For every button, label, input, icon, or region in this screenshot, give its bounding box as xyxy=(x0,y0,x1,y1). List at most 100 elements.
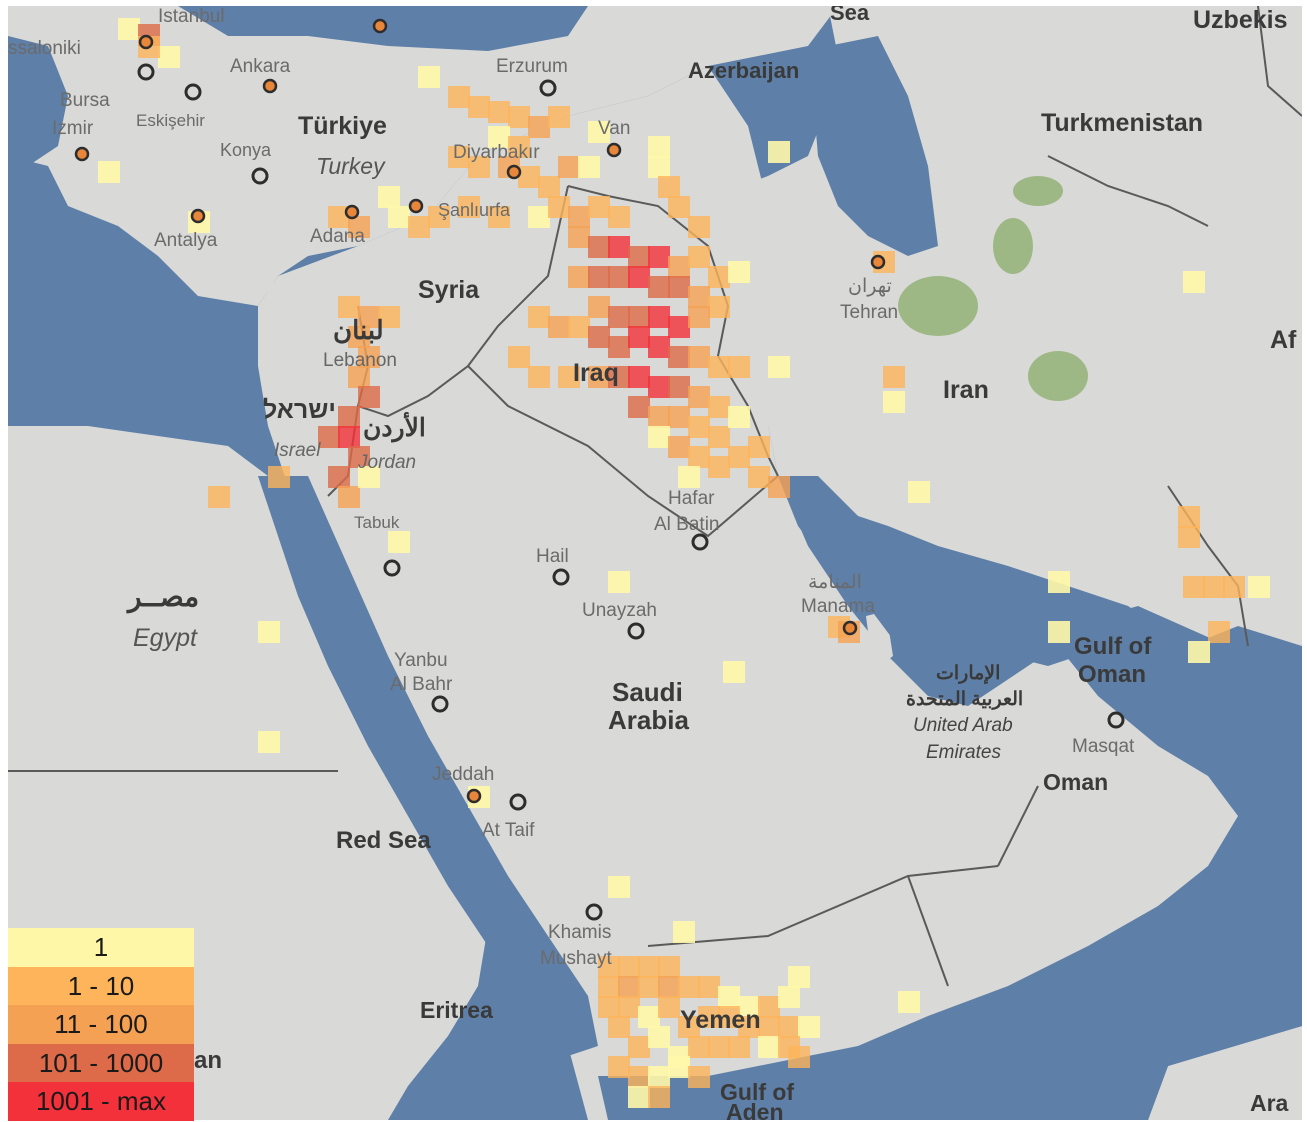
heat-cell xyxy=(628,396,650,418)
city-label: تهران xyxy=(848,276,892,297)
water-label: Sea xyxy=(830,6,870,25)
city-dot xyxy=(190,208,206,224)
heat-cell xyxy=(488,206,510,228)
country-label: ישראל xyxy=(263,396,336,424)
heat-cell xyxy=(728,406,750,428)
water-label: Aden xyxy=(726,1099,784,1120)
city-dot xyxy=(138,34,154,50)
city-label: Masqat xyxy=(1072,736,1135,757)
land-arabia xyxy=(258,66,1238,1120)
heat-cell xyxy=(883,391,905,413)
heat-cell xyxy=(568,316,590,338)
heat-cell xyxy=(1223,576,1245,598)
city-label: Tabuk xyxy=(354,513,400,532)
heat-cell xyxy=(598,976,620,998)
heat-cell xyxy=(348,326,370,348)
heat-cell xyxy=(768,356,790,378)
city-dot xyxy=(251,167,269,185)
heat-cell xyxy=(738,996,760,1018)
heat-cell xyxy=(668,436,690,458)
heat-cell xyxy=(628,306,650,328)
city-label: Unayzah xyxy=(582,600,657,621)
heat-cell xyxy=(758,996,780,1018)
country-label: Arabia xyxy=(608,705,689,735)
city-dot xyxy=(431,695,449,713)
heat-cell xyxy=(358,386,380,408)
heat-cell xyxy=(428,206,450,228)
heat-cell xyxy=(688,416,710,438)
heat-cell xyxy=(618,956,640,978)
heat-cell xyxy=(568,266,590,288)
heat-cell xyxy=(648,156,670,178)
caspian-sea xyxy=(813,36,938,256)
country-label: Eritrea xyxy=(420,997,493,1023)
country-label: Iran xyxy=(943,376,989,404)
heat-cell xyxy=(908,481,930,503)
heat-cell xyxy=(608,876,630,898)
country-label: Türkiye xyxy=(298,112,387,140)
heat-cell xyxy=(768,141,790,163)
country-label: Saudi xyxy=(612,677,683,707)
country-label: الأردن xyxy=(363,410,426,443)
heat-cell xyxy=(648,1026,670,1048)
city-dot xyxy=(870,254,886,270)
heat-cell xyxy=(538,176,560,198)
land-layer xyxy=(8,6,1302,1120)
heat-cell xyxy=(588,236,610,258)
city-dot xyxy=(372,18,388,34)
heat-cell xyxy=(528,206,550,228)
heat-cell xyxy=(468,96,490,118)
heat-cell xyxy=(668,276,690,298)
heat-cell xyxy=(588,121,610,143)
label-layer: Türkiye Turkey Syria Lebanon لبنان Iraq … xyxy=(8,6,1297,1120)
city-label: Şanlıurfa xyxy=(438,200,511,220)
heat-cell xyxy=(698,1006,720,1028)
heat-cell xyxy=(778,986,800,1008)
heat-cell xyxy=(158,46,180,68)
heat-cell xyxy=(518,166,540,188)
city-label: Erzurum xyxy=(496,56,568,77)
heat-cell xyxy=(608,366,630,388)
heat-cell xyxy=(448,86,470,108)
heat-cell xyxy=(588,326,610,348)
city-label: Jeddah xyxy=(432,764,494,785)
country-label: Israel xyxy=(274,440,321,461)
country-label: مصــر xyxy=(126,581,199,614)
heat-cell xyxy=(788,966,810,988)
heat-cell xyxy=(568,226,590,248)
vegetation-layer xyxy=(898,176,1088,401)
city-label: Al Batin xyxy=(654,514,719,535)
city-label: المنامة xyxy=(808,572,862,593)
map-canvas[interactable]: Türkiye Turkey Syria Lebanon لبنان Iraq … xyxy=(8,6,1302,1120)
heat-cell xyxy=(1048,571,1070,593)
heat-cell xyxy=(768,476,790,498)
heat-cell xyxy=(708,296,730,318)
heat-cell xyxy=(678,1016,700,1038)
city-dot xyxy=(506,164,522,180)
heat-cell xyxy=(488,126,510,148)
heat-cell xyxy=(408,216,430,238)
city-label: Konya xyxy=(220,140,272,160)
heat-cell xyxy=(688,306,710,328)
heat-cell xyxy=(648,426,670,448)
heat-cell xyxy=(548,106,570,128)
heat-cell xyxy=(458,196,480,218)
heat-cell xyxy=(708,1036,730,1058)
heat-cell xyxy=(588,196,610,218)
heat-cell xyxy=(388,531,410,553)
heat-cell xyxy=(98,161,120,183)
heat-cell xyxy=(648,376,670,398)
legend-row: 101 - 1000 xyxy=(8,1043,194,1083)
city-dot xyxy=(606,142,622,158)
inland-water-layer xyxy=(8,6,1302,1120)
heat-cell xyxy=(708,426,730,448)
heat-cell xyxy=(648,276,670,298)
city-label: Istanbul xyxy=(158,6,225,27)
water-label: Gulf of xyxy=(1074,633,1152,660)
heat-cell xyxy=(698,976,720,998)
city-label: Bursa xyxy=(60,90,110,111)
heat-cell xyxy=(648,336,670,358)
map-view[interactable]: Türkiye Turkey Syria Lebanon لبنان Iraq … xyxy=(8,6,1302,1120)
heat-cell xyxy=(628,1066,650,1088)
mediterranean xyxy=(8,206,258,436)
